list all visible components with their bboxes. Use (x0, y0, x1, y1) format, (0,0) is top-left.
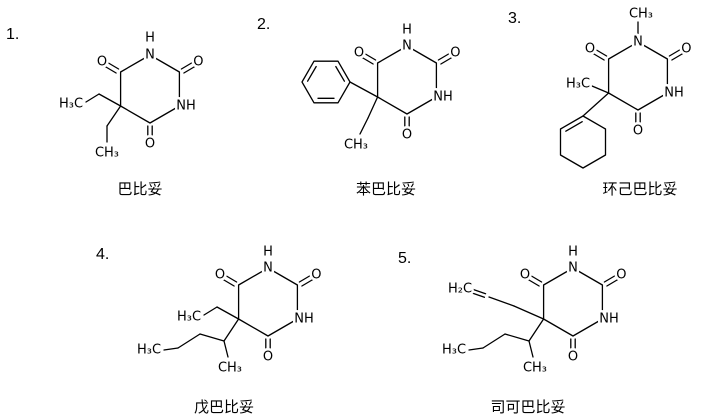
atom-H: H (145, 31, 155, 46)
atom-H3C: H₃C (566, 77, 590, 92)
atom-O: O (616, 268, 626, 283)
atom-NH: NH (664, 86, 684, 101)
molecule-2-structure: H N NH O O O CH₃ (301, 20, 463, 155)
molecule-2-number: 2. (257, 16, 271, 33)
atom-O: O (568, 350, 578, 365)
molecule-3-structure: CH₃ N NH O O O H₃C (559, 4, 694, 169)
molecule-1-name: 巴比妥 (117, 181, 163, 198)
atom-O: O (402, 128, 412, 143)
atom-H3C: H₃C (177, 310, 201, 325)
atom-O: O (215, 268, 225, 283)
atom-CH3: CH₃ (523, 361, 547, 376)
cyclohexenyl-ring (559, 92, 610, 169)
molecule-4-name: 戊巴比妥 (193, 399, 255, 416)
atom-NH: NH (599, 312, 619, 327)
ethyl-groups (85, 93, 122, 143)
molecule-1-number: 1. (6, 26, 20, 43)
phenyl-ring (301, 60, 379, 104)
atom-N: N (633, 35, 643, 50)
barbiturate-ring (222, 267, 314, 352)
molecule-3-name: 环己巴比妥 (602, 181, 678, 198)
atom-O: O (263, 350, 273, 365)
atom-O: O (193, 55, 203, 70)
atom-CH3: CH₃ (95, 146, 119, 161)
atom-CH3: CH₃ (344, 138, 368, 153)
molecule-5-number: 5. (398, 250, 412, 267)
atom-O: O (681, 42, 691, 57)
atom-O: O (311, 268, 321, 283)
atom-NH: NH (176, 99, 196, 114)
molecule-1-structure: H N NH O O O H₃C CH₃ (56, 28, 206, 163)
allyl-group (470, 288, 545, 320)
atom-O: O (354, 46, 364, 61)
atom-H: H (568, 245, 578, 260)
molecule-5-name: 司可巴比妥 (490, 399, 566, 416)
molecule-4-structure: H N NH O O O H₃C CH₃ H₃C (134, 242, 324, 378)
atom-N: N (402, 39, 412, 54)
atom-NH: NH (294, 312, 314, 327)
barbiturate-ring (104, 54, 196, 139)
molecule-5-structure: H N NH O O O H₂C CH₃ H₃C (439, 242, 629, 378)
barbiturate-ring (361, 45, 453, 130)
atom-H3C: H₃C (137, 343, 161, 358)
molecule-2-name: 苯巴比妥 (355, 181, 417, 198)
ethyl-group (359, 96, 379, 135)
atom-O: O (450, 46, 460, 61)
atom-N: N (145, 48, 155, 63)
barbiturate-ring (527, 267, 619, 352)
atom-NH: NH (433, 90, 453, 105)
atom-H3C: H₃C (59, 97, 83, 112)
molecule-4-number: 4. (96, 246, 110, 263)
atom-N: N (568, 261, 578, 276)
atom-O: O (97, 55, 107, 70)
atom-O: O (585, 42, 595, 57)
ethyl-group (203, 306, 240, 320)
atom-O: O (520, 268, 530, 283)
atom-N: N (263, 261, 273, 276)
atom-CH3: CH₃ (629, 7, 653, 22)
atom-O: O (145, 137, 155, 152)
atom-H2C: H₂C (448, 282, 472, 297)
atom-O: O (633, 124, 643, 139)
methylbutyl-group (163, 318, 240, 358)
barbiturate-ring (592, 41, 684, 126)
c5-methyl-group (591, 85, 610, 94)
molecule-3-number: 3. (508, 10, 522, 27)
atom-CH3: CH₃ (218, 361, 242, 376)
atom-H: H (402, 23, 412, 38)
atom-H: H (263, 245, 273, 260)
methylbutyl-group (468, 318, 545, 358)
atom-H3C: H₃C (442, 343, 466, 358)
